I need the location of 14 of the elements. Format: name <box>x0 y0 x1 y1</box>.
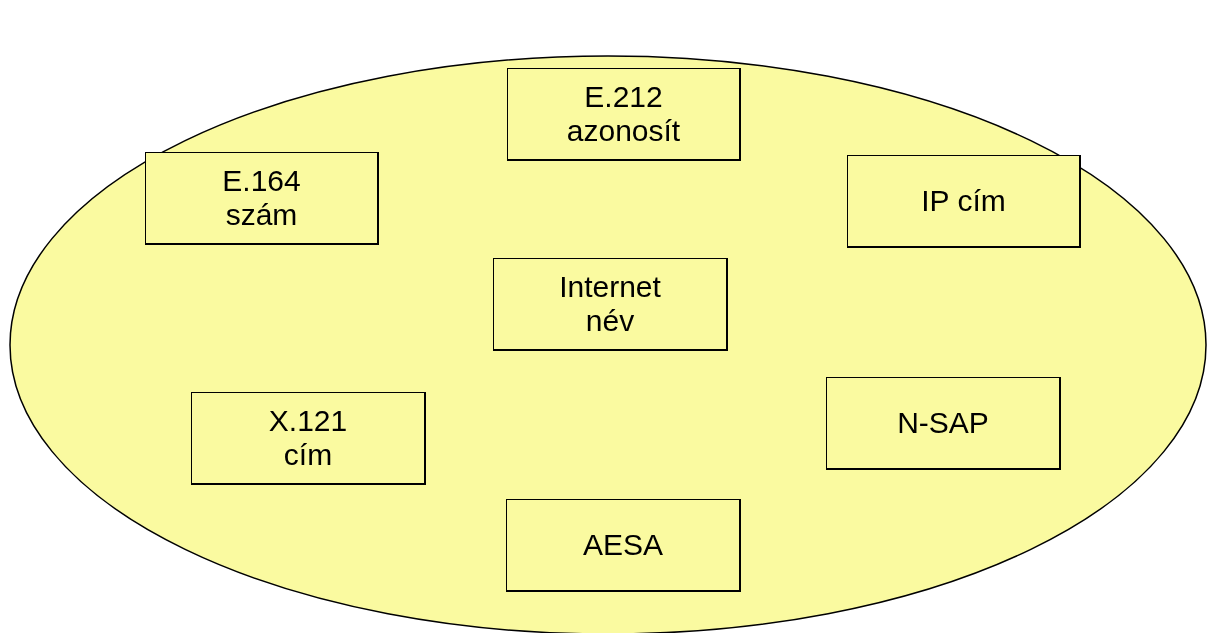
box-label: IP cím <box>920 184 1007 218</box>
label-box <box>145 152 379 245</box>
box-label: E.164 szám <box>221 164 302 232</box>
box-label: Internet név <box>558 270 662 338</box>
label-box <box>493 258 728 351</box>
box-label: AESA <box>581 528 664 562</box>
label-box <box>847 155 1081 248</box>
label-box <box>191 392 426 485</box>
label-box <box>826 377 1061 470</box>
box-label: X.121 cím <box>267 404 349 472</box>
box-label: E.212 azonosít <box>565 80 682 148</box>
box-label: N-SAP <box>896 406 990 440</box>
label-box <box>507 68 741 161</box>
label-box <box>506 499 741 592</box>
